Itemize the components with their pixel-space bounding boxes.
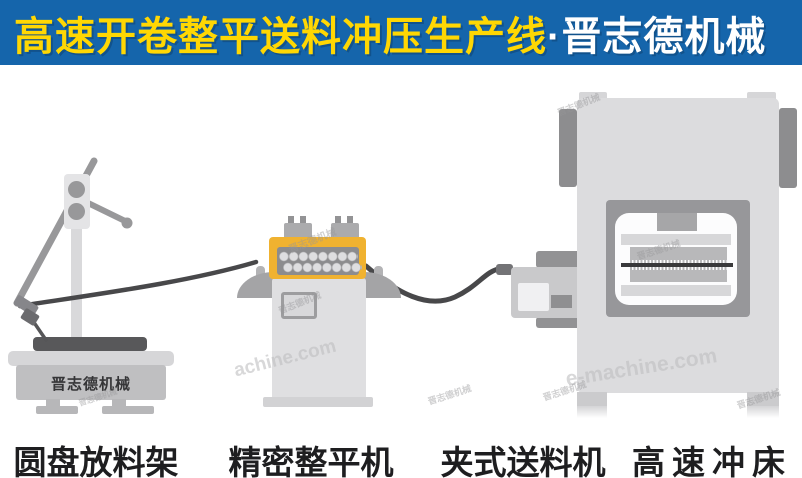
press-side-slab-left — [559, 109, 577, 187]
leveler-rollers-bottom-row — [283, 262, 362, 273]
feeder-bottom-block — [536, 317, 580, 328]
leveler-motor2-post2 — [347, 216, 353, 224]
decoiler-brand-badge: 晋志德机械 — [50, 376, 131, 393]
leveler-motor1-post2 — [300, 216, 306, 224]
strip-decoiler-to-leveler — [17, 259, 259, 309]
decoiler-plate — [8, 351, 174, 366]
decoiler-arm-ball — [121, 217, 133, 229]
caption-press: 高速冲床 — [632, 444, 792, 478]
press-ram — [657, 213, 697, 231]
decoiler-foot-left-pad — [36, 406, 78, 414]
leveler-motor-right — [331, 223, 359, 239]
leveler-control-panel — [281, 292, 317, 319]
feeder-top-block — [536, 251, 580, 268]
press-upper-die-teeth — [630, 260, 727, 263]
press-lower-die — [630, 270, 727, 282]
feeder-inlet-nub — [496, 264, 513, 275]
press-lower-bolster — [621, 285, 731, 296]
decoiler-coil-slab — [33, 337, 147, 351]
leveler-base-plate — [263, 397, 373, 407]
leveler-motor1-post1 — [288, 216, 294, 224]
press-side-slab-right — [779, 108, 797, 188]
banner-title-main: 高速开卷整平送料冲压生产线 — [14, 14, 547, 59]
decoiler-arm-rod — [83, 199, 128, 224]
press-leg-right-reflection — [747, 406, 779, 418]
banner-title-brand: ·晋志德机械 — [547, 14, 767, 59]
press-leg-left — [577, 392, 607, 406]
press-top-lug-right — [747, 92, 776, 102]
decoiler-foot-right-pad — [102, 406, 154, 414]
leveler-motor2-post1 — [335, 216, 341, 224]
header-banner: 高速开卷整平送料冲压生产线·晋志德机械 — [0, 0, 802, 65]
leveler-motor-left — [284, 223, 312, 239]
press-upper-die — [630, 247, 727, 260]
press-leg-right — [747, 392, 779, 406]
watermark-brand-7: 晋志德机械 — [426, 383, 473, 407]
feeder-button-box — [551, 295, 572, 308]
feeder-panel — [518, 283, 549, 311]
press-lower-die-teeth — [630, 267, 727, 270]
press-strip-line — [621, 263, 733, 267]
press-die-window — [615, 213, 737, 305]
leveler-rollers-top-row — [279, 251, 358, 262]
decoiler-foot-left-stem — [46, 399, 60, 407]
caption-decoiler: 圆盘放料架 — [13, 444, 179, 478]
decoiler-foot-right-stem — [112, 399, 126, 407]
decoiler-base: 晋志德机械 — [16, 365, 166, 400]
decoiler-head-roller-top — [68, 181, 85, 198]
caption-leveler: 精密整平机 — [228, 444, 394, 478]
leveler-skirt-right — [364, 272, 401, 298]
press-leg-left-reflection — [577, 406, 607, 418]
caption-feeder: 夹式送料机 — [440, 444, 606, 478]
press-upper-bolster — [621, 234, 731, 245]
decoiler-head-roller-bottom — [68, 203, 85, 220]
press-top-lug-left — [579, 92, 607, 102]
